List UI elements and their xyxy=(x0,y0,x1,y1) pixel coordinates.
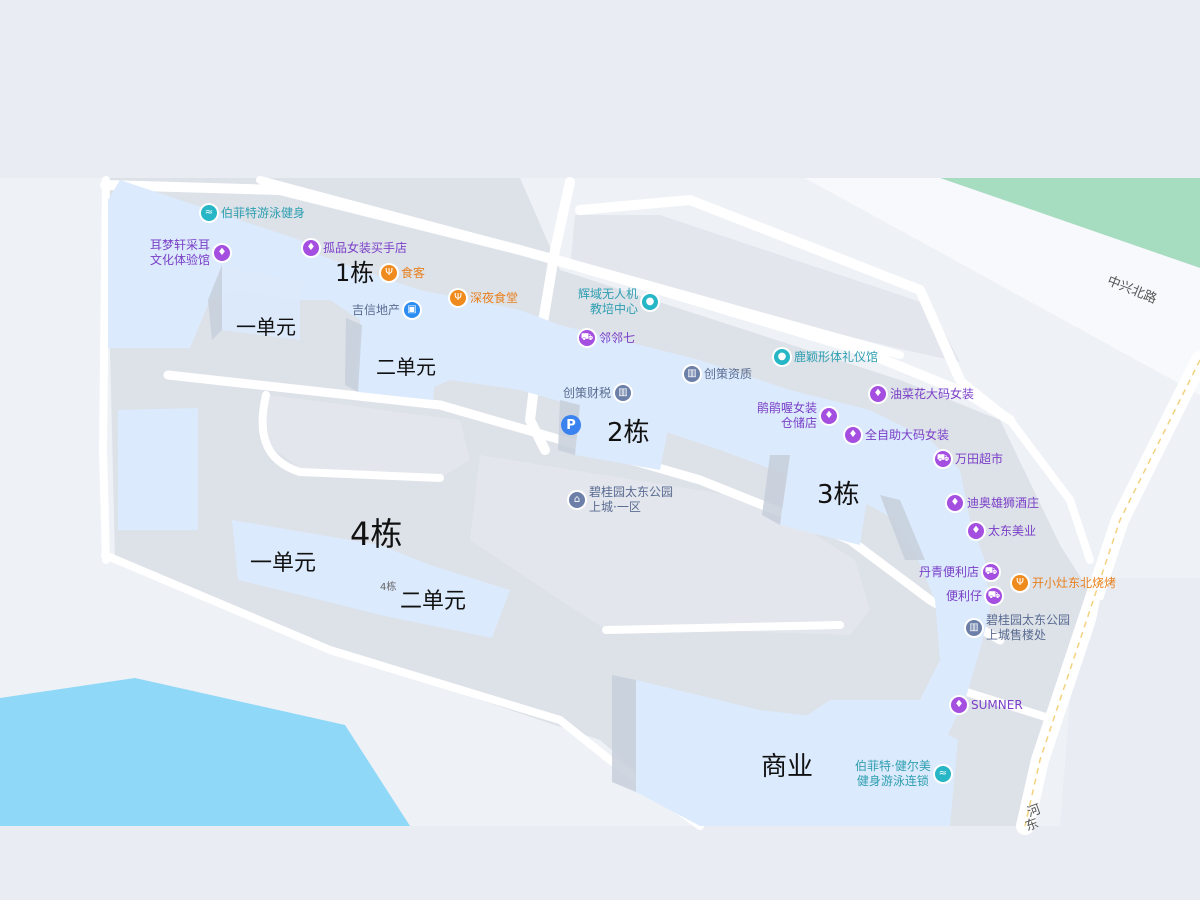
location-icon: ● xyxy=(774,349,790,365)
poi-gupin[interactable]: ♦ 孤品女装买手店 xyxy=(303,240,407,256)
road-loop xyxy=(258,391,444,482)
building-1-unit-2[interactable] xyxy=(358,325,440,400)
gym-icon: ≈ xyxy=(934,766,951,782)
label-building-4: 4栋 xyxy=(350,515,403,553)
poi-chuangce-caishui[interactable]: ▥ 创策财税 xyxy=(563,385,632,401)
poi-bianlizai[interactable]: ⛟ 便利仔 xyxy=(946,588,1003,604)
residence-icon: ⌂ xyxy=(569,492,585,508)
restaurant-icon: Ψ xyxy=(450,290,466,306)
building-1-unit-1[interactable] xyxy=(222,265,300,340)
building-shadow xyxy=(612,675,636,792)
label-building-1-unit-2: 二单元 xyxy=(376,355,436,379)
poi-diao[interactable]: ♦ 迪奥雄狮酒庄 xyxy=(947,495,1039,511)
poi-shenye[interactable]: Ψ 深夜食堂 xyxy=(450,290,518,306)
label-building-4-unit-1: 一单元 xyxy=(250,551,317,576)
poi-chuangce-zizhi[interactable]: ▥ 创策资质 xyxy=(684,366,752,382)
road-mid xyxy=(602,621,844,634)
shop-icon: ♦ xyxy=(870,386,886,402)
label-building-3: 3栋 xyxy=(817,480,860,510)
road-upper-right xyxy=(575,195,965,385)
building-side[interactable] xyxy=(118,408,198,530)
cart-icon: ⛟ xyxy=(935,451,951,467)
label-building-2: 2栋 xyxy=(607,418,650,448)
road-top xyxy=(256,176,904,359)
building-shadow xyxy=(762,455,790,525)
poi-huiyu[interactable]: ● 辉域无人机 教培中心 xyxy=(578,287,659,317)
poi-luying[interactable]: ● 鹿颖形体礼仪馆 xyxy=(774,349,878,365)
office-icon: ▥ xyxy=(615,385,632,401)
shop-icon: ♦ xyxy=(821,408,838,424)
restaurant-icon: Ψ xyxy=(1012,575,1028,591)
building-commerce[interactable] xyxy=(636,680,958,826)
poi-linlinqi[interactable]: ⛟ 邻邻七 xyxy=(579,330,636,346)
poi-zizhu[interactable]: ♦ 全自助大码女装 xyxy=(845,427,949,443)
poi-sumner[interactable]: ♦ SUMNER xyxy=(951,697,1023,713)
label-building-1: 1栋 xyxy=(335,259,375,287)
road-west xyxy=(99,176,110,564)
cart-icon: ⛟ xyxy=(983,564,1000,580)
open-area xyxy=(805,178,1200,395)
poi-biguiyuan-1[interactable]: ⌂ 碧桂园太东公园 上城·一区 xyxy=(569,485,673,515)
shop-icon: ♦ xyxy=(214,245,231,261)
poi-ermengxuan[interactable]: ♦ 耳梦轩采耳 文化体验馆 xyxy=(150,238,231,268)
block-upper xyxy=(570,215,960,362)
water-area xyxy=(0,678,410,826)
poi-biguiyuan-sales[interactable]: ▥ 碧桂园太东公园 上城售楼处 xyxy=(966,613,1070,643)
poi-wantian[interactable]: ⛟ 万田超市 xyxy=(935,451,1004,467)
building-shadow xyxy=(880,495,925,560)
shop-icon: ♦ xyxy=(845,427,861,443)
office-icon: ▥ xyxy=(684,366,700,382)
poi-kaixiaozao[interactable]: Ψ 开小灶东北烧烤 xyxy=(1012,575,1116,591)
road-se xyxy=(956,686,1059,724)
realestate-icon: ▣ xyxy=(404,302,421,318)
building-4[interactable] xyxy=(232,520,510,638)
shop-icon: ♦ xyxy=(303,240,319,256)
poi-shike[interactable]: Ψ 食客 xyxy=(381,265,425,281)
restaurant-icon: Ψ xyxy=(381,265,397,281)
block-east xyxy=(1070,600,1135,826)
label-commerce: 商业 xyxy=(761,752,814,782)
poi-juanjuan[interactable]: ♦ 鹃鹃喔女装 仓储店 xyxy=(757,401,838,431)
shop-icon: ♦ xyxy=(968,523,984,539)
poi-danqing[interactable]: ⛟ 丹青便利店 xyxy=(919,564,1000,580)
label-building-4-tag: 4栋 xyxy=(380,582,397,593)
shop-icon: ♦ xyxy=(951,697,967,713)
road-east-link xyxy=(956,376,1094,564)
road-centerline xyxy=(1024,359,1200,827)
label-building-4-unit-2: 二单元 xyxy=(400,589,467,614)
poi-youcaihua[interactable]: ♦ 油菜花大码女装 xyxy=(870,386,974,402)
poi-bofeite-swim[interactable]: ≈ 伯菲特游泳健身 xyxy=(201,205,305,221)
label-building-1-unit-1: 一单元 xyxy=(236,315,296,339)
swim-icon: ≈ xyxy=(201,205,217,221)
poi-bofeite-jianermei[interactable]: ≈ 伯菲特·健尔美 健身游泳连锁 xyxy=(855,759,951,789)
building-2[interactable] xyxy=(575,405,670,470)
building-shadow xyxy=(208,265,222,340)
inner-block xyxy=(262,395,470,478)
office-icon: ▥ xyxy=(966,620,982,636)
location-icon: ● xyxy=(642,294,659,310)
poi-taidong-meiye[interactable]: ♦ 太东美业 xyxy=(968,523,1036,539)
poi-jixin[interactable]: ▣ 吉信地产 xyxy=(352,302,421,318)
building-shadow xyxy=(345,318,362,392)
parking-icon[interactable]: P xyxy=(561,415,581,435)
cart-icon: ⛟ xyxy=(986,588,1003,604)
shop-icon: ♦ xyxy=(947,495,963,511)
cart-icon: ⛟ xyxy=(579,330,595,346)
building-3[interactable] xyxy=(780,455,870,545)
